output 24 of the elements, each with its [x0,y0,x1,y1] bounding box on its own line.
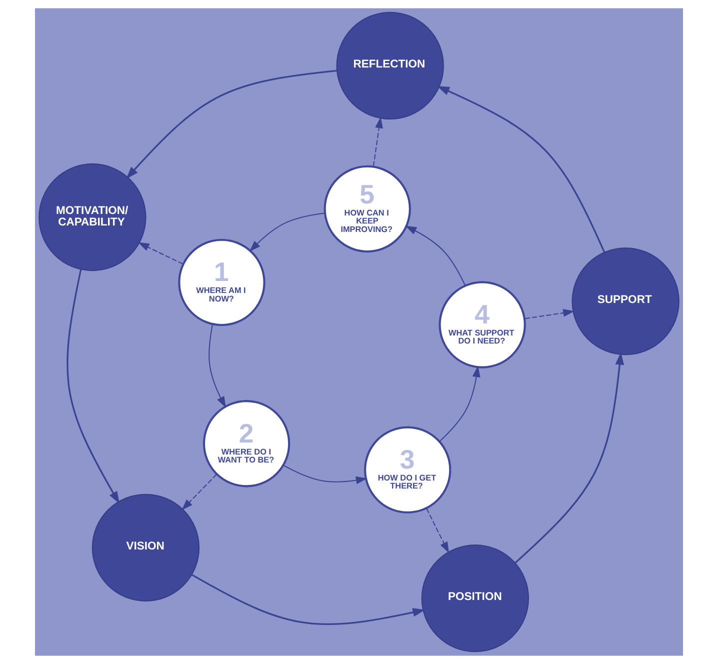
arrow [524,308,574,320]
node-circle: 4 WHAT SUPPORT DO I NEED? [438,281,526,368]
arrow [182,474,218,510]
arrow [426,508,450,554]
arrow [66,269,120,504]
arrow [192,574,426,626]
node-circle: 5 HOW CAN I KEEP IMPROVING? [324,165,411,253]
arrow [249,212,325,252]
node-circle: 3 HOW DO I GET THERE? [364,426,452,514]
node-circle: 2 WHERE DO I WANT TO BE? [202,400,290,488]
arrow [138,242,184,265]
node-circle: MOTIVATION/ CAPABILITY [38,163,146,272]
arrow [439,366,480,442]
node-circle: POSITION [421,544,530,652]
arrow [514,352,624,564]
arrow [208,324,226,408]
node-circle: REFLECTION [336,12,444,120]
node-circle: VISION [92,494,200,602]
arrow [283,464,368,484]
arrow [436,86,606,252]
arrow [405,226,466,286]
node-circle: SUPPORT [572,248,680,356]
arrow [372,116,383,167]
arrow [126,70,338,180]
